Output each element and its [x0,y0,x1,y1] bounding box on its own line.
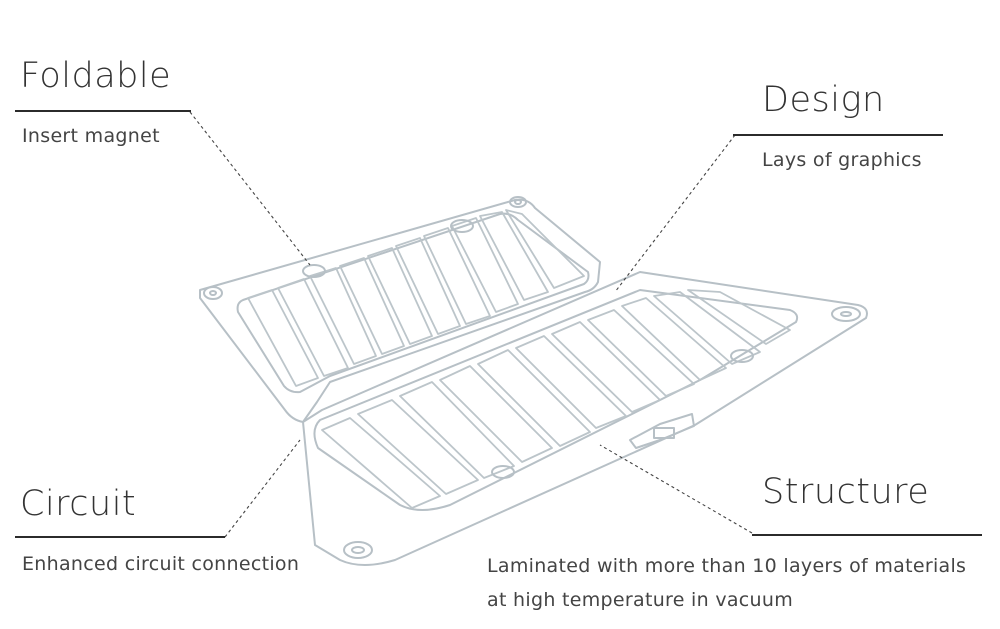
leader-circuit [224,439,301,538]
circuit-title: Circuit [20,484,137,524]
leader-foldable [189,111,311,266]
foldable-desc: Insert magnet [22,125,160,147]
circuit-rule [15,536,225,538]
leader-structure [599,444,753,534]
structure-rule [752,534,982,536]
front-inner-frame [313,289,799,511]
back-inner-frame [236,212,590,394]
structure-title: Structure [762,472,930,512]
design-desc: Lays of graphics [762,149,922,171]
junction-box [629,413,695,449]
structure-desc-line2: at high temperature in vacuum [487,589,794,611]
front-panel [302,271,868,566]
design-title: Design [762,80,885,120]
foldable-title: Foldable [20,56,172,96]
front-cells [321,289,791,509]
back-cells [247,209,585,387]
structure-desc-line1: Laminated with more than 10 layers of ma… [487,555,967,577]
back-panel [199,198,601,423]
foldable-rule [15,110,191,112]
leader-design [614,134,736,293]
design-rule [733,134,943,136]
circuit-desc: Enhanced circuit connection [22,553,300,575]
